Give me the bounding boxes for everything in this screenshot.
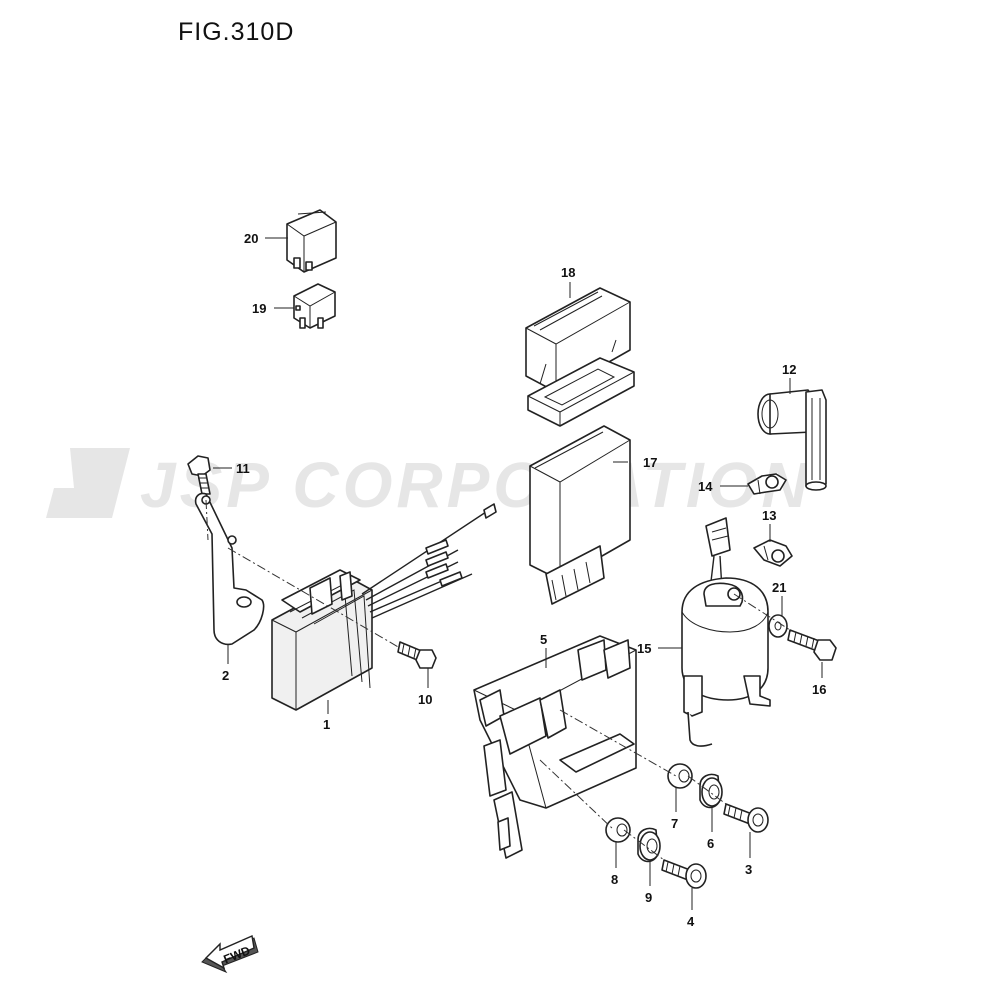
- part-18-ecm-cover[interactable]: [525, 287, 635, 427]
- callout-4: 4: [687, 914, 695, 929]
- part-11-bolt[interactable]: [187, 455, 211, 495]
- callout-18: 18: [561, 265, 575, 280]
- part-4-bolt[interactable]: [661, 859, 707, 889]
- watermark-logo: [46, 448, 130, 518]
- callout-2: 2: [222, 668, 229, 683]
- part-17-ecm[interactable]: [529, 425, 631, 605]
- part-20-relay[interactable]: [286, 209, 337, 273]
- leader-lines: [213, 237, 823, 910]
- callout-10: 10: [418, 692, 432, 707]
- part-9-grommet[interactable]: [637, 827, 661, 863]
- part-8-collar[interactable]: [605, 817, 631, 843]
- callout-7: 7: [671, 816, 678, 831]
- part-3-bolt[interactable]: [723, 803, 769, 833]
- part-12-plug-cap[interactable]: [757, 389, 827, 491]
- callout-17: 17: [643, 455, 657, 470]
- callout-11: 11: [236, 461, 250, 476]
- callout-15: 15: [637, 641, 651, 656]
- callout-numbers: 20 19 18 12 11 17 14 13 21 15 5 16 2 10 …: [222, 231, 826, 929]
- part-16-bolt[interactable]: [787, 629, 837, 661]
- figure-title: FIG.310D: [178, 18, 295, 46]
- assembly-lines: [205, 499, 791, 861]
- part-13-clamp[interactable]: [753, 539, 793, 567]
- part-14-clamp[interactable]: [747, 473, 787, 495]
- part-6-grommet[interactable]: [699, 773, 723, 809]
- part-7-collar[interactable]: [667, 763, 693, 789]
- part-21-washer[interactable]: [768, 614, 788, 638]
- callout-20: 20: [244, 231, 258, 246]
- callout-9: 9: [645, 890, 652, 905]
- fwd-arrow-icon: FWD: [201, 934, 259, 974]
- callout-13: 13: [762, 508, 776, 523]
- callout-8: 8: [611, 872, 618, 887]
- watermark-text: JSP CORPORATION: [140, 449, 812, 521]
- part-15-ignition-coil[interactable]: [681, 517, 771, 747]
- watermark: JSP CORPORATION: [46, 448, 812, 521]
- callout-6: 6: [707, 836, 714, 851]
- callout-12: 12: [782, 362, 796, 377]
- part-5-tray[interactable]: [473, 635, 637, 859]
- callout-19: 19: [252, 301, 266, 316]
- callout-16: 16: [812, 682, 826, 697]
- callout-1: 1: [323, 717, 330, 732]
- callout-14: 14: [698, 479, 713, 494]
- part-10-bolt[interactable]: [397, 641, 437, 669]
- part-19-relay[interactable]: [293, 283, 336, 329]
- callout-5: 5: [540, 632, 547, 647]
- callout-3: 3: [745, 862, 752, 877]
- part-1-regulator[interactable]: [271, 503, 497, 711]
- callout-21: 21: [772, 580, 786, 595]
